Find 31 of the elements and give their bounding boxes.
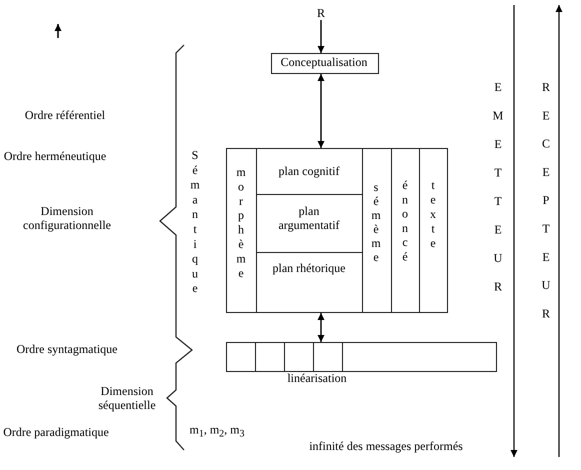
vertical-text: texte bbox=[426, 178, 440, 250]
arrow bbox=[318, 20, 324, 53]
vertical-text: énoncé bbox=[398, 178, 412, 264]
node-label: Conceptualisation bbox=[280, 55, 368, 69]
node-label: R bbox=[317, 6, 325, 20]
bar-segment bbox=[313, 342, 343, 372]
vertical-label: EMETTEUR bbox=[491, 80, 505, 308]
level-label: Dimension séquentielle bbox=[98, 384, 156, 412]
double-arrow bbox=[318, 313, 324, 342]
vertical-text: morphème bbox=[234, 165, 248, 280]
level-label: Ordre référentiel bbox=[24, 108, 106, 122]
level-label: Ordre syntagmatique bbox=[16, 342, 118, 356]
vertical-label: RECEPTEUR bbox=[539, 80, 553, 335]
vertical-text: sémème bbox=[369, 180, 383, 264]
row-label: plan argumentatif bbox=[278, 204, 340, 232]
bar-segment bbox=[255, 342, 285, 372]
row-label: plan cognitif bbox=[278, 164, 340, 178]
bar-segment bbox=[226, 342, 256, 372]
level-label: Dimension configurationnelle bbox=[23, 204, 111, 232]
row-label: plan rhétorique bbox=[272, 261, 346, 275]
note-text: infinité des messages performés bbox=[309, 439, 463, 453]
vertical-label: Sémantique bbox=[188, 148, 202, 296]
level-label: Ordre paradigmatique bbox=[3, 425, 109, 439]
level-label: Ordre herméneutique bbox=[4, 149, 106, 163]
matrix-frame bbox=[226, 148, 448, 313]
message-label: m$_{1}$, m$_{2}$, m$_{3}$ bbox=[189, 422, 245, 442]
process-box bbox=[271, 53, 379, 74]
double-arrow bbox=[318, 74, 324, 148]
bar-segment bbox=[342, 342, 497, 372]
caption-text: linéarisation bbox=[287, 371, 347, 385]
bar-segment bbox=[284, 342, 314, 372]
